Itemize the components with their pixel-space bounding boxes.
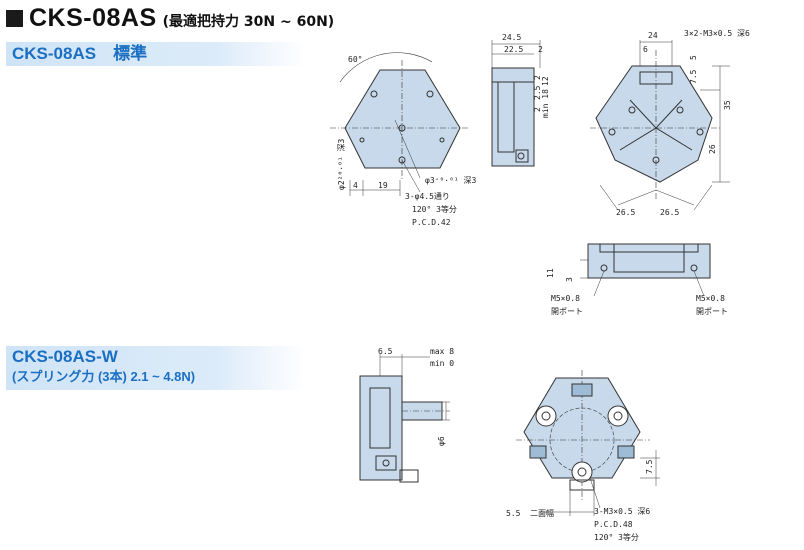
page-header: CKS-08AS (最適把持力 30N ~ 60N) <box>6 4 334 33</box>
w-dim-phi6: φ6 <box>437 436 446 446</box>
side-dim-225: 22.5 <box>504 45 523 54</box>
w-dim-65: 6.5 <box>378 347 393 356</box>
side-dim-v25: 2.5 <box>533 85 542 100</box>
side-dim-245: 24.5 <box>502 33 521 42</box>
front-body <box>344 69 461 169</box>
w-screw-note-3: 120° 3等分 <box>594 532 639 542</box>
right-dim-24: 24 <box>648 31 658 40</box>
right-dim-6: 6 <box>643 45 648 54</box>
w-dim-75: 7.5 <box>645 459 654 474</box>
side-dim-v2: 2 <box>533 75 542 80</box>
front-hole-note-3: 120° 3等分 <box>412 204 457 214</box>
w-screw-note-1: 3-M3×0.5 深6 <box>594 507 650 516</box>
right-dim-75: 7.5 <box>689 69 698 84</box>
grip-force-note: (最適把持力 30N ~ 60N) <box>162 14 335 30</box>
model-title: CKS-08AS <box>29 4 157 32</box>
w-dim-max8: max 8 <box>430 347 454 356</box>
port-right-size: M5×0.8 <box>696 294 725 303</box>
section-standard-band: CKS-08AS 標準 <box>6 42 306 66</box>
right-dim-35: 35 <box>723 100 732 110</box>
right-screw-note: 3×2-M3×0.5 深6 <box>684 29 750 38</box>
port-right-label: 開ポート <box>696 307 728 316</box>
section-w-band: CKS-08AS-W (スプリング力 (3本) 2.1 ~ 4.8N) <box>6 346 306 390</box>
right-dim-5: 5 <box>689 55 698 60</box>
side-dim-2: 2 <box>538 45 543 54</box>
right-body <box>595 65 713 183</box>
side-dim-v2b: 2 <box>533 107 542 112</box>
section-w-title: CKS-08AS-W <box>12 347 118 366</box>
w-dim-55: 5.5 <box>506 509 521 518</box>
front-view <box>330 52 470 196</box>
right-view <box>590 40 730 211</box>
front-dim-19: 19 <box>378 181 388 190</box>
port-left-size: M5×0.8 <box>551 294 580 303</box>
angle-label: 60° <box>348 55 362 64</box>
w-screw-note-2: P.C.D.48 <box>594 520 633 529</box>
section-w-subtitle: (スプリング力 (3本) 2.1 ~ 4.8N) <box>12 369 196 384</box>
side-view <box>491 40 541 167</box>
side-dim-v12: 12 <box>541 76 550 86</box>
right-dim-265b: 26.5 <box>660 208 679 217</box>
right-dim-265a: 26.5 <box>616 208 635 217</box>
w-dim-across-label: 二面幅 <box>530 508 554 518</box>
header-square-icon <box>6 10 23 27</box>
port-left-label: 開ポート <box>551 307 583 316</box>
bottom-dim-3: 3 <box>565 277 574 282</box>
bottom-dim-11: 11 <box>546 268 555 278</box>
bottom-view <box>580 243 711 297</box>
front-dim-depth: φ2²⁰·⁰¹ 深3 <box>337 138 346 190</box>
front-hole-note-4: P.C.D.42 <box>412 218 451 227</box>
front-hole-note-2: 3-φ4.5通り <box>405 191 450 201</box>
w-top-view <box>516 370 660 516</box>
w-side-view <box>359 354 450 483</box>
section-standard-title: CKS-08AS 標準 <box>12 44 148 63</box>
side-dim-vmin18: min 18 <box>541 89 550 118</box>
front-hole-note-1: φ3⁺⁰·⁰¹ 深3 <box>425 176 477 185</box>
w-dim-min0: min 0 <box>430 359 454 368</box>
right-dim-26: 26 <box>708 144 717 154</box>
front-dim-4: 4 <box>353 181 358 190</box>
